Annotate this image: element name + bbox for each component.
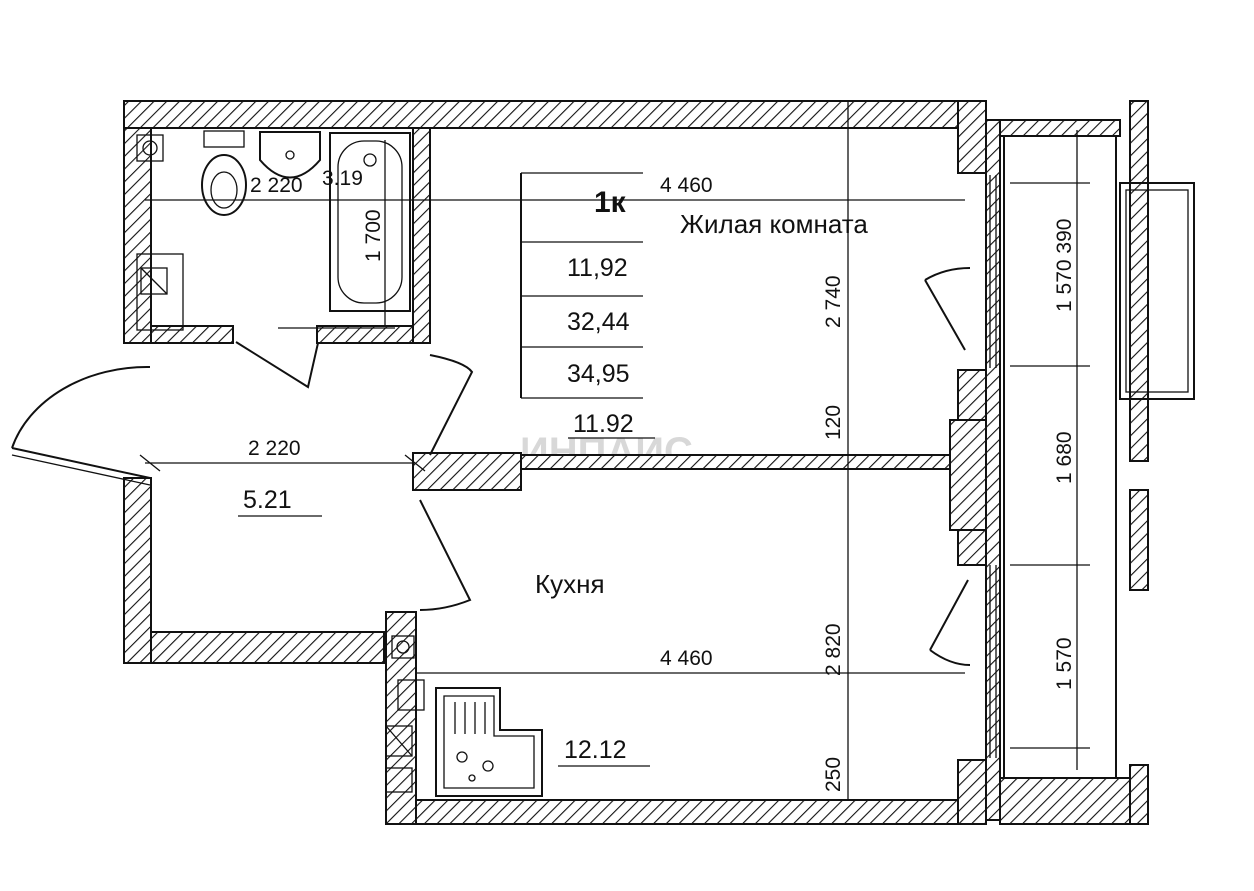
dim-bottom-wall: 250 xyxy=(822,757,845,792)
dim-kitchen-width: 4 460 xyxy=(660,647,713,670)
balcony xyxy=(989,130,1195,778)
living-room-name: Жилая комната xyxy=(680,209,868,239)
bath-area: 3.19 xyxy=(322,167,363,190)
doors xyxy=(11,267,971,666)
dim-balcony-bottom: 1 570 xyxy=(1053,637,1076,690)
dim-living-height: 2 740 xyxy=(822,275,845,328)
table-value-3: 34,95 xyxy=(567,360,630,388)
dim-top-width: 4 460 xyxy=(660,174,713,197)
living-room-area: 11.92 xyxy=(573,410,634,438)
dimension-lines xyxy=(139,101,965,801)
dim-partition: 120 xyxy=(822,405,845,440)
table-value-2: 32,44 xyxy=(567,308,630,336)
area-table: 1к 11,92 32,44 34,95 xyxy=(520,172,643,399)
dim-balcony-top: 1 570 390 xyxy=(1053,219,1076,312)
table-value-1: 11,92 xyxy=(567,254,628,282)
walls xyxy=(123,100,1149,825)
kitchen-area: 12.12 xyxy=(564,736,627,764)
kitchen-fixtures xyxy=(385,635,543,797)
dim-bath-width: 2 220 xyxy=(250,174,303,197)
dim-balcony-mid: 1 680 xyxy=(1053,431,1076,484)
dim-hall-width: 2 220 xyxy=(248,437,301,460)
dim-bath-height: 1 700 xyxy=(362,209,385,262)
bathroom-fixtures xyxy=(136,130,411,331)
kitchen-name: Кухня xyxy=(535,569,605,599)
apartment-type: 1к xyxy=(594,186,627,219)
dim-kitchen-height: 2 820 xyxy=(822,623,845,676)
hall-area: 5.21 xyxy=(243,486,292,514)
